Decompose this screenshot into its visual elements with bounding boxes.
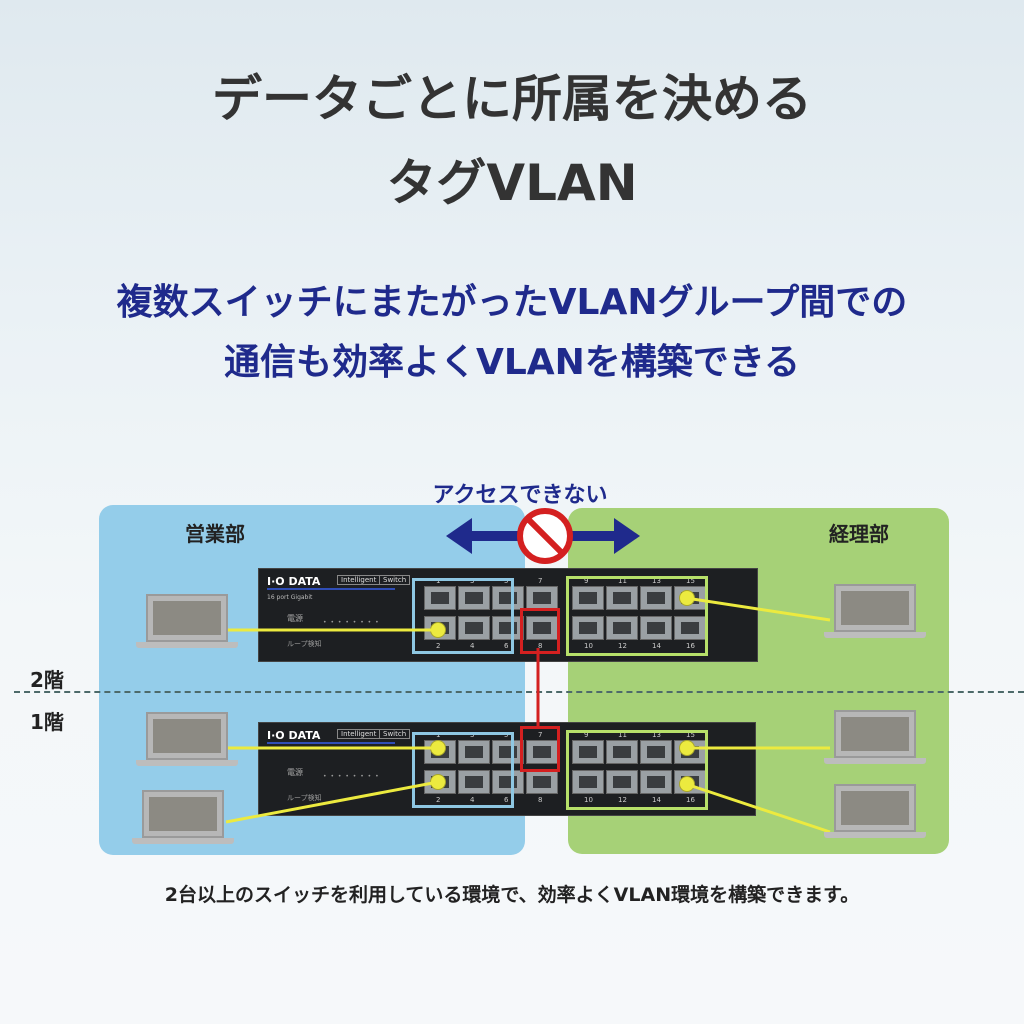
ethernet-port bbox=[458, 740, 490, 764]
ethernet-port bbox=[526, 740, 558, 764]
floor-label-lower: 1階 bbox=[30, 710, 64, 734]
switch-port-count: 16 port Gigabit bbox=[267, 594, 313, 601]
ethernet-port bbox=[424, 586, 456, 610]
brand-stripe bbox=[267, 588, 395, 590]
port-number: 14 bbox=[652, 796, 661, 804]
port-number: 15 bbox=[686, 731, 695, 739]
ethernet-port bbox=[640, 586, 672, 610]
subtitle-line1: 複数スイッチにまたがったVLANグループ間での bbox=[116, 282, 908, 323]
port-number: 12 bbox=[618, 642, 627, 650]
port-number: 11 bbox=[618, 731, 627, 739]
ethernet-port bbox=[606, 586, 638, 610]
power-label: 電源 bbox=[287, 768, 303, 777]
ethernet-port bbox=[572, 740, 604, 764]
ethernet-port bbox=[606, 616, 638, 640]
vlan-group-sales bbox=[412, 732, 514, 808]
port-number: 4 bbox=[470, 796, 475, 804]
port-number: 11 bbox=[618, 577, 627, 585]
port-number: 5 bbox=[504, 731, 509, 739]
access-denied-label: アクセスできない bbox=[432, 483, 608, 508]
ethernet-port bbox=[526, 586, 558, 610]
port-number: 6 bbox=[504, 796, 509, 804]
floor-label-upper: 2階 bbox=[30, 668, 64, 692]
ethernet-port bbox=[606, 770, 638, 794]
port-number: 13 bbox=[652, 577, 661, 585]
port-number: 9 bbox=[584, 577, 589, 585]
status-leds: • • • • • • • • bbox=[323, 773, 380, 780]
switch-brand: I·O DATA bbox=[267, 729, 321, 742]
ethernet-port bbox=[458, 770, 490, 794]
subtitle-line2: 通信も効率よくVLANを構築できる bbox=[223, 342, 801, 383]
port-number: 7 bbox=[538, 577, 543, 585]
ethernet-port bbox=[492, 586, 524, 610]
switch-model-tag-2: Switch bbox=[379, 575, 411, 585]
no-access-icon bbox=[517, 508, 573, 564]
zone-accounting-label: 経理部 bbox=[829, 522, 889, 546]
ethernet-port bbox=[606, 740, 638, 764]
port-number: 16 bbox=[686, 642, 695, 650]
cable bbox=[685, 782, 831, 834]
switch-upper: I·O DATA Intelligent Switch 16 port Giga… bbox=[258, 568, 758, 662]
port-number: 4 bbox=[470, 642, 475, 650]
port-number: 15 bbox=[686, 577, 695, 585]
page-title: データごとに所属を決める bbox=[212, 70, 812, 128]
port-number: 7 bbox=[538, 731, 543, 739]
ethernet-port bbox=[640, 740, 672, 764]
floor-divider bbox=[14, 691, 1024, 693]
ethernet-port bbox=[572, 616, 604, 640]
port-number: 3 bbox=[470, 577, 475, 585]
vlan-group-accounting bbox=[566, 730, 708, 810]
port-number: 1 bbox=[436, 731, 441, 739]
port-number: 10 bbox=[584, 642, 593, 650]
zone-sales-label: 営業部 bbox=[185, 522, 245, 546]
port-number: 10 bbox=[584, 796, 593, 804]
port-number: 13 bbox=[652, 731, 661, 739]
tagged-port-highlight bbox=[520, 608, 560, 654]
brand-stripe bbox=[267, 742, 395, 744]
switch-model-tag-2: Switch bbox=[379, 729, 411, 739]
port-number: 5 bbox=[504, 577, 509, 585]
switch-brand: I·O DATA bbox=[267, 575, 321, 588]
ethernet-port bbox=[526, 616, 558, 640]
page-title-line2: タグVLAN bbox=[386, 154, 638, 212]
power-label: 電源 bbox=[287, 614, 303, 623]
port-number: 2 bbox=[436, 796, 441, 804]
port-number: 8 bbox=[538, 796, 543, 804]
port-number: 16 bbox=[686, 796, 695, 804]
port-number: 8 bbox=[538, 642, 543, 650]
cable-lines bbox=[225, 596, 831, 834]
status-leds: • • • • • • • • bbox=[323, 619, 380, 626]
loop-detect-label: ループ検知 bbox=[287, 640, 322, 648]
ethernet-port bbox=[640, 616, 672, 640]
ethernet-port bbox=[572, 586, 604, 610]
port-number: 6 bbox=[504, 642, 509, 650]
arrow-left-icon bbox=[446, 518, 472, 554]
cable bbox=[225, 780, 439, 824]
port-number: 9 bbox=[584, 731, 589, 739]
port-number: 2 bbox=[436, 642, 441, 650]
vlan-group-accounting bbox=[566, 576, 708, 656]
port-number: 3 bbox=[470, 731, 475, 739]
port-number: 1 bbox=[436, 577, 441, 585]
ethernet-port bbox=[458, 586, 490, 610]
ethernet-port bbox=[640, 770, 672, 794]
caption: 2台以上のスイッチを利用している環境で、効率よくVLAN環境を構築できます。 bbox=[164, 884, 860, 906]
vlan-group-sales bbox=[412, 578, 514, 654]
loop-detect-label: ループ検知 bbox=[287, 794, 322, 802]
ethernet-port bbox=[572, 770, 604, 794]
arrow-right-icon bbox=[614, 518, 640, 554]
cable bbox=[685, 596, 831, 622]
ethernet-port bbox=[458, 616, 490, 640]
port-number: 12 bbox=[618, 796, 627, 804]
tagged-port-highlight bbox=[520, 726, 560, 772]
port-number: 14 bbox=[652, 642, 661, 650]
